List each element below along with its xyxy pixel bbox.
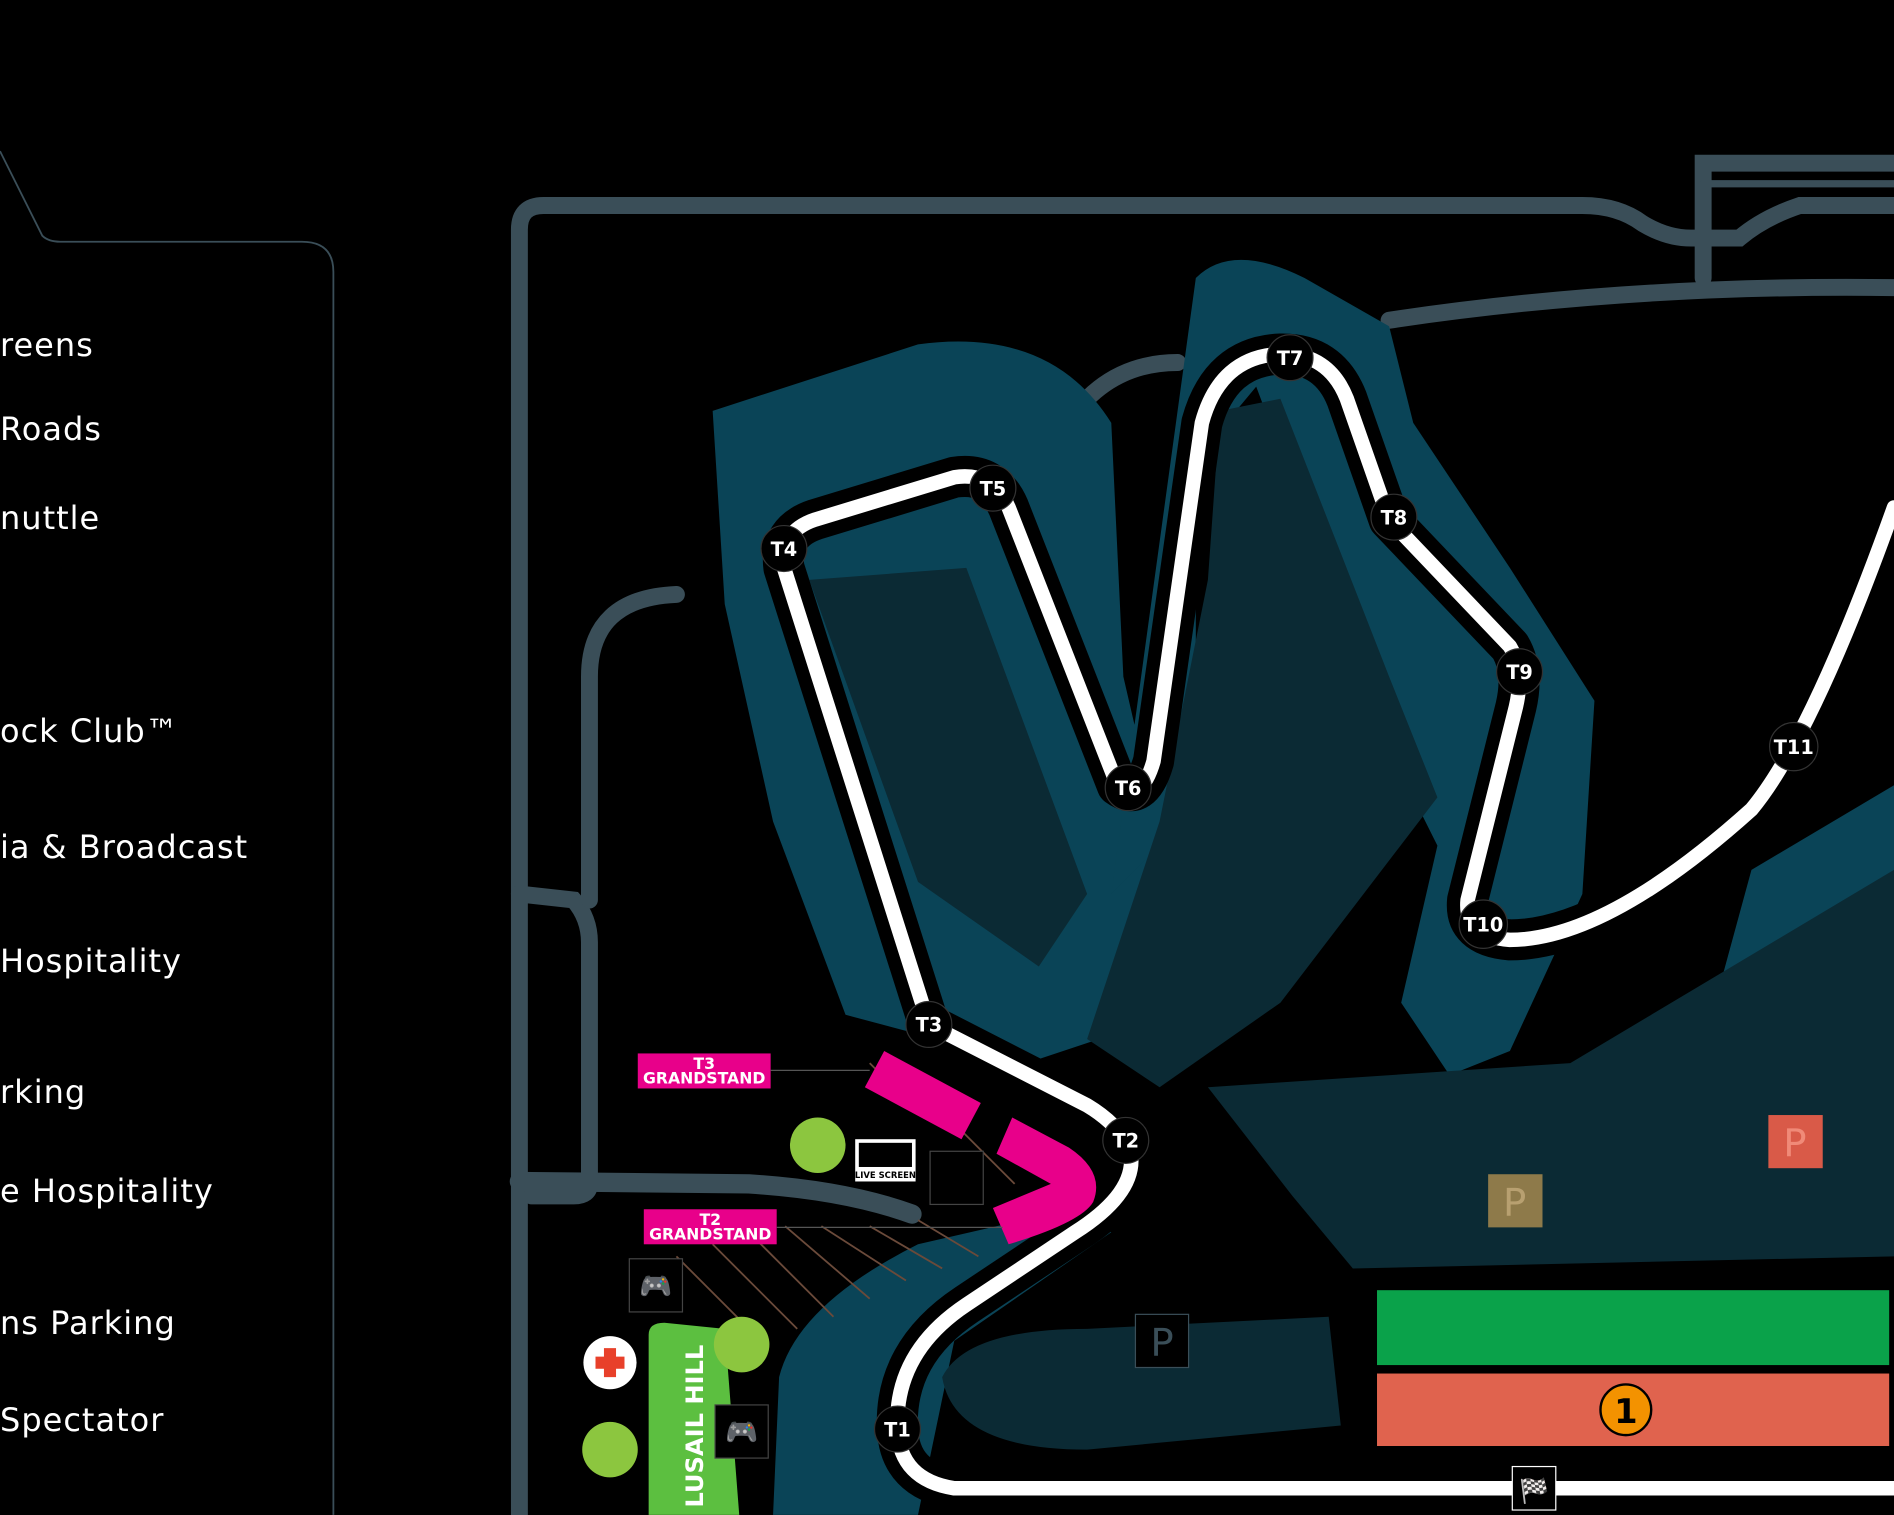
svg-text:P: P [1503, 1180, 1526, 1225]
legend-item-parking[interactable]: rking [0, 1073, 87, 1111]
svg-text:LIVE SCREEN: LIVE SCREEN [855, 1170, 916, 1180]
turn-marker-t6[interactable]: T6 [1104, 764, 1152, 812]
legend-item-screens[interactable]: reens [0, 326, 94, 364]
t3-grandstand[interactable] [864, 1051, 981, 1140]
legend-item-hospitality[interactable]: Hospitality [0, 942, 182, 980]
lusail-hill-label: LUSAIL HILL [681, 1345, 709, 1508]
zone-badge-number: 1 [1614, 1392, 1638, 1431]
toilets-icon[interactable] [582, 1421, 638, 1478]
parking-icon[interactable]: P [1134, 1313, 1190, 1369]
turn-marker-t9[interactable]: T9 [1495, 648, 1544, 696]
legend-item-fans-parking[interactable]: ns Parking [0, 1304, 176, 1342]
legend-item-shuttle[interactable]: nuttle [0, 499, 101, 537]
svg-text:T11: T11 [1774, 736, 1814, 759]
svg-text:T1: T1 [884, 1418, 911, 1441]
svg-text:T10: T10 [1463, 913, 1503, 936]
legend-item-roads[interactable]: Roads [0, 410, 102, 448]
svg-text:P: P [1783, 1121, 1806, 1166]
map-legend: reens Roads nuttle ock Club™ ia & Broadc… [0, 0, 340, 1515]
t3-grandstand-label-line2: GRANDSTAND [643, 1069, 765, 1088]
svg-text:P: P [1150, 1320, 1173, 1365]
svg-text:T2: T2 [1112, 1130, 1139, 1153]
parking-icon[interactable]: P [1768, 1115, 1823, 1169]
svg-text:T7: T7 [1277, 347, 1304, 370]
lusail-hill[interactable] [648, 1322, 740, 1515]
svg-text:🎮: 🎮 [725, 1417, 758, 1448]
gaming-icon[interactable]: 🎮 [628, 1258, 684, 1313]
live-screen-icon[interactable]: LIVE SCREEN [855, 1139, 916, 1182]
turn-marker-t10[interactable]: T10 [1458, 899, 1509, 949]
t3-grandstand-label-line1: T3 [693, 1054, 715, 1073]
parking-icon[interactable]: P [1488, 1174, 1543, 1228]
t2-grandstand[interactable] [992, 1117, 1097, 1245]
toilets-icon[interactable] [789, 1117, 846, 1174]
zone-badge[interactable] [1599, 1383, 1653, 1437]
turn-marker-t5[interactable]: T5 [969, 464, 1017, 512]
turn-marker-t7[interactable]: T7 [1266, 334, 1314, 382]
legend-item-spectator[interactable]: Spectator [0, 1401, 165, 1439]
svg-text:T8: T8 [1381, 506, 1408, 529]
first-aid-icon[interactable] [583, 1336, 637, 1390]
svg-text:🎮: 🎮 [639, 1271, 672, 1302]
infield [809, 398, 1894, 1450]
turn-marker-t11[interactable]: T11 [1768, 721, 1819, 772]
legend-panel-border [0, 150, 335, 1515]
turn-markers: T1 T2 T3 T4 T5 T6 T7 T8 T9 T10 T11 [760, 334, 1819, 1453]
t3-grandstand-label[interactable] [637, 1053, 771, 1089]
legend-item-hospitality-2[interactable]: e Hospitality [0, 1172, 214, 1210]
legend-item-media-broadcast[interactable]: ia & Broadcast [0, 828, 249, 866]
turn-marker-t2[interactable]: T2 [1102, 1116, 1150, 1164]
legend-item-paddock-club[interactable]: ock Club™ [0, 712, 179, 750]
roads [509, 154, 1894, 1515]
finish-flag-icon[interactable]: 🏁 [1511, 1465, 1557, 1511]
turn-marker-t3[interactable]: T3 [905, 1000, 953, 1049]
svg-text:T3: T3 [916, 1014, 943, 1037]
t2-grandstand-label-line1: T2 [699, 1210, 721, 1229]
race-track-surface [776, 346, 1894, 1496]
green-zone[interactable] [1377, 1290, 1890, 1366]
t2-grandstand-label-line2: GRANDSTAND [649, 1224, 771, 1243]
svg-text:T5: T5 [980, 477, 1007, 500]
t2-grandstand-label[interactable] [643, 1209, 777, 1245]
turn-marker-t1[interactable]: T1 [873, 1405, 922, 1453]
toilets-icon[interactable] [713, 1316, 770, 1373]
turn-marker-t8[interactable]: T8 [1370, 493, 1418, 541]
food-icon[interactable] [929, 1150, 984, 1206]
turn-marker-t4[interactable]: T4 [760, 524, 808, 573]
gaming-icon[interactable]: 🎮 [714, 1404, 769, 1459]
svg-text:T9: T9 [1506, 661, 1533, 684]
svg-text:🏁: 🏁 [1519, 1477, 1549, 1505]
svg-text:T4: T4 [771, 538, 798, 561]
svg-text:T6: T6 [1115, 777, 1142, 800]
